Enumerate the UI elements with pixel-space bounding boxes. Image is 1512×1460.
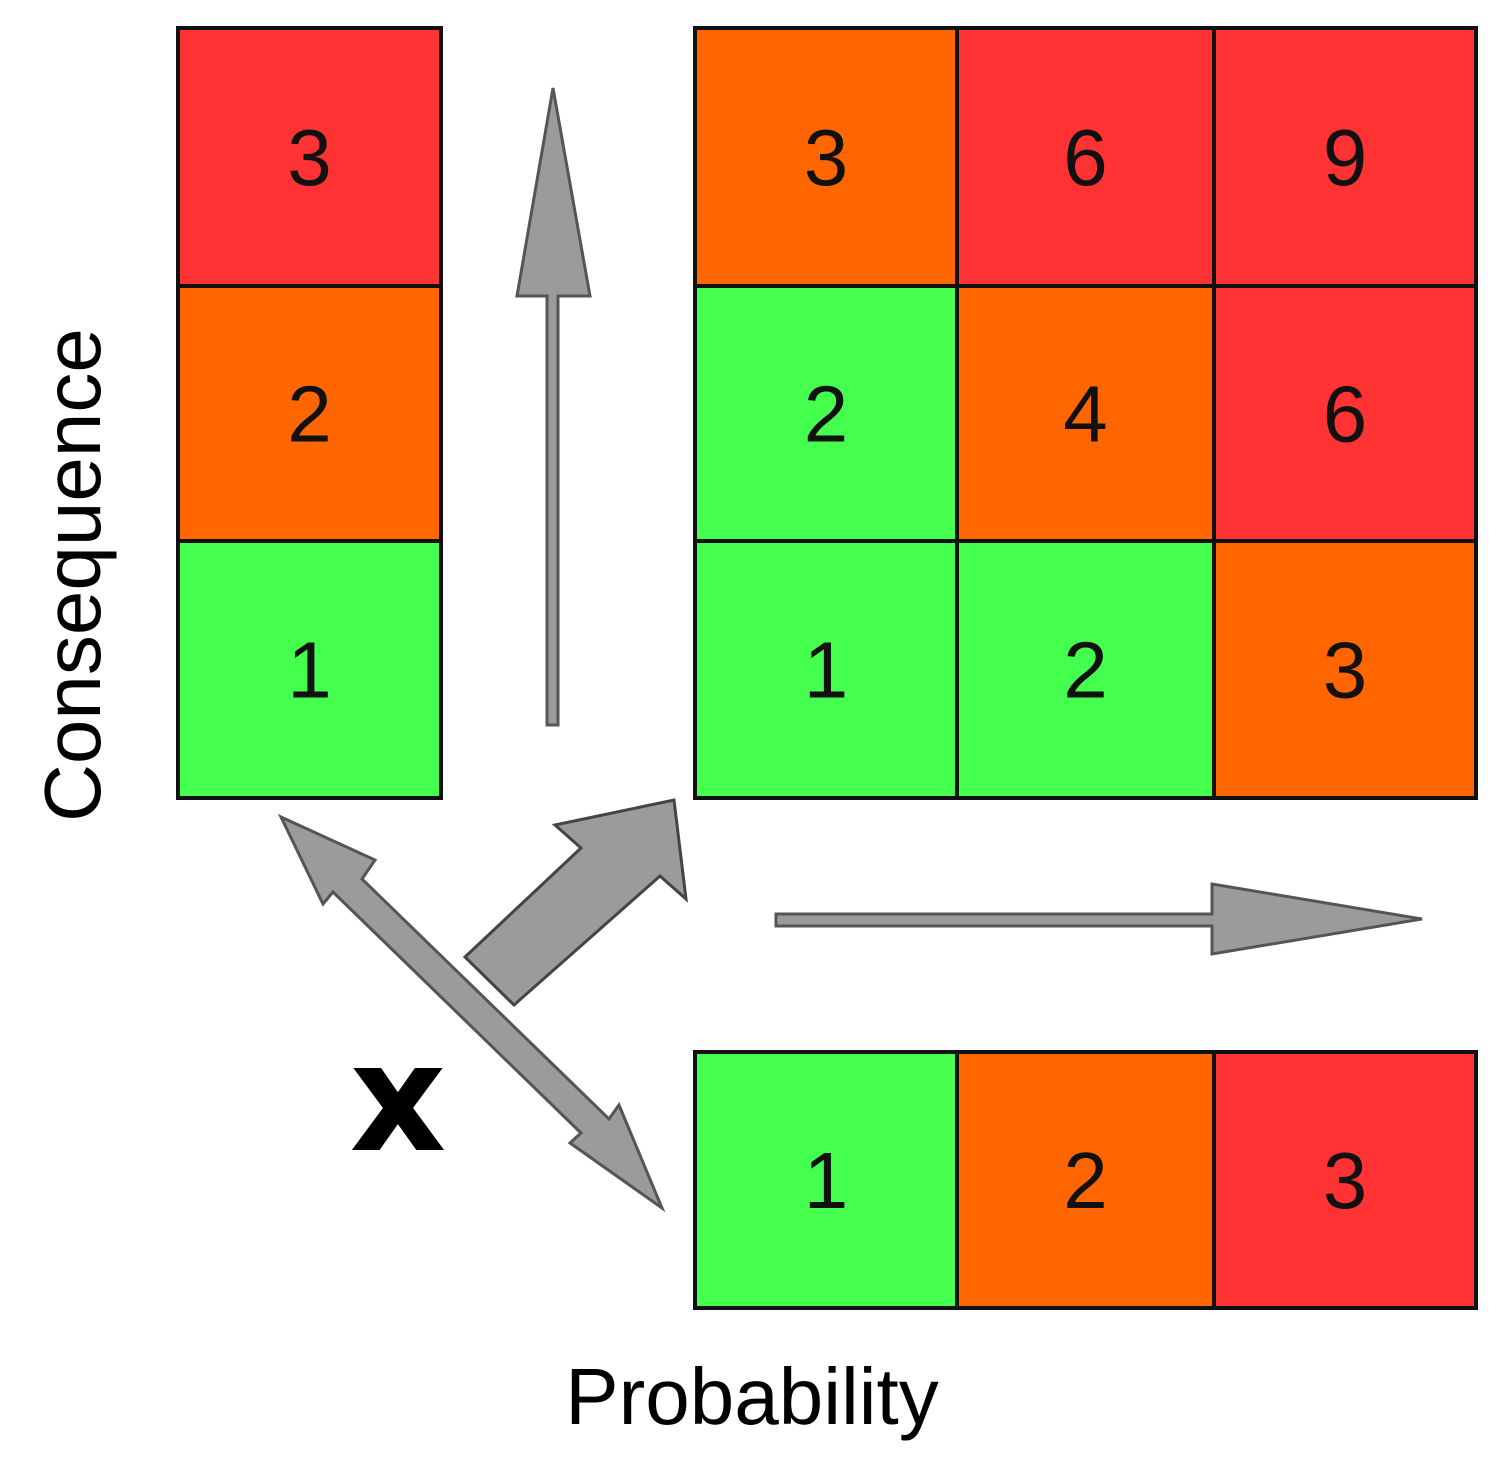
probability-cell-2: 2 [955, 1050, 1216, 1310]
matrix-cell-r3-c2: 2 [955, 539, 1216, 800]
matrix-cell-r1-c2-value: 6 [1063, 113, 1108, 202]
probability-scale: 1 2 3 [693, 1050, 1478, 1310]
consequence-arrow-icon [515, 87, 592, 727]
matrix-cell-r2-c1: 2 [693, 284, 959, 543]
matrix-cell-r1-c1: 3 [693, 26, 959, 288]
probability-cell-3: 3 [1212, 1050, 1478, 1310]
probability-cell-2-value: 2 [1063, 1136, 1108, 1225]
matrix-cell-r2-c3-value: 6 [1323, 370, 1368, 459]
matrix-cell-r1-c2: 6 [955, 26, 1216, 288]
matrix-cell-r3-c1: 1 [693, 539, 959, 800]
matrix-cell-r3-c3: 3 [1212, 539, 1478, 800]
probability-cell-1-fill [693, 1050, 959, 1310]
probability-axis-label: Probability [565, 1352, 939, 1441]
matrix-cell-r1-c3-fill [1212, 26, 1478, 288]
matrix-cell-r3-c2-value: 2 [1063, 626, 1108, 715]
probability-arrow-icon [774, 882, 1423, 956]
probability-cell-2-fill [955, 1050, 1216, 1310]
consequence-cell-3-fill [176, 26, 443, 288]
consequence-cell-2-fill [176, 284, 443, 543]
matrix-cell-r3-c3-fill [1212, 539, 1478, 800]
matrix-cell-r2-c2-value: 4 [1063, 370, 1108, 459]
matrix-cell-r3-c1-fill [693, 539, 959, 800]
double-headed-arrow-icon [277, 813, 666, 1213]
probability-cell-1: 1 [693, 1050, 959, 1310]
matrix-cell-r1-c1-fill [693, 26, 959, 288]
probability-cell-1-value: 1 [804, 1136, 849, 1225]
matrix-cell-r1-c3: 9 [1212, 26, 1478, 288]
consequence-axis-label: Consequence [28, 328, 117, 822]
consequence-scale: 3 2 1 [176, 26, 443, 800]
matrix-cell-r2-c2: 4 [955, 284, 1216, 543]
consequence-cell-2: 2 [176, 284, 443, 543]
consequence-cell-3: 3 [176, 26, 443, 288]
consequence-cell-3-value: 3 [287, 113, 332, 202]
matrix-cell-r3-c3-value: 3 [1323, 626, 1368, 715]
matrix-cell-r2-c3: 6 [1212, 284, 1478, 543]
matrix-cell-r3-c1-value: 1 [804, 626, 849, 715]
matrix-cell-r2-c2-fill [955, 284, 1216, 543]
combine-arrow-icon [462, 798, 688, 1008]
probability-cell-3-fill [1212, 1050, 1478, 1310]
cross-mark-icon: x [350, 1012, 447, 1186]
consequence-cell-1: 1 [176, 539, 443, 800]
consequence-cell-1-value: 1 [287, 626, 332, 715]
consequence-cell-2-value: 2 [287, 370, 332, 459]
matrix-cell-r1-c1-value: 3 [804, 113, 849, 202]
matrix-cell-r1-c3-value: 9 [1323, 113, 1368, 202]
probability-cell-3-value: 3 [1323, 1136, 1368, 1225]
consequence-cell-1-fill [176, 539, 443, 800]
matrix-cell-r2-c1-value: 2 [804, 370, 849, 459]
risk-matrix: 3 6 9 2 4 6 1 2 3 [693, 26, 1478, 800]
